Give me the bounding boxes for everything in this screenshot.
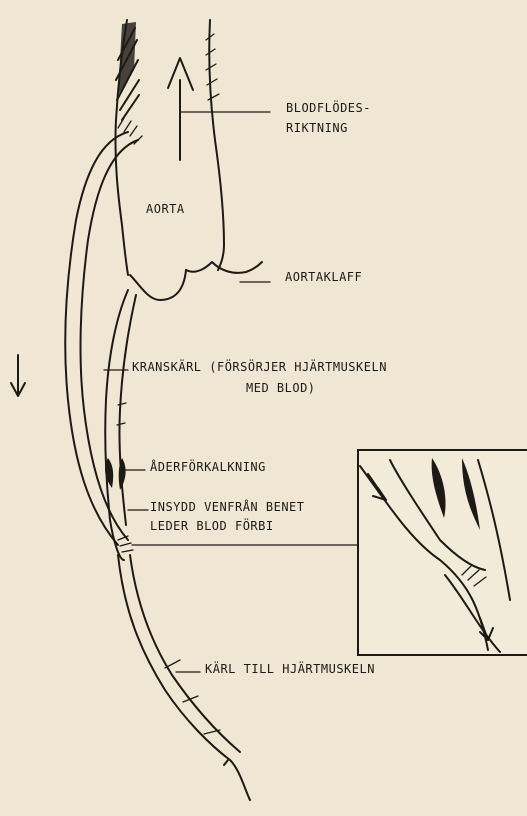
vessel-label: KÄRL TILL HJÄRTMUSKELN — [205, 662, 375, 677]
blood-flow-label-1: BLODFLÖDES- — [286, 101, 371, 116]
coronary-label-1: KRANSKÄRL (FÖRSÖRJER HJÄRTMUSKELN — [132, 360, 387, 375]
flow-arrow-down-icon — [11, 355, 25, 396]
leader-lines — [104, 112, 358, 672]
vein-graft — [65, 118, 142, 552]
lower-vessel — [118, 555, 250, 800]
coronary-artery — [105, 290, 136, 560]
blood-flow-arrow-icon — [168, 58, 193, 160]
aortic-valve-label: AORTAKLAFF — [285, 270, 362, 285]
graft-label-1: INSYDD VENFRÅN BENET — [150, 500, 305, 515]
blood-flow-label-2: RIKTNING — [286, 121, 348, 136]
detail-inset — [358, 450, 527, 655]
aorta-shape — [115, 20, 262, 300]
aorta-label: AORTA — [146, 202, 185, 217]
graft-label-2: LEDER BLOD FÖRBI — [150, 519, 274, 534]
coronary-label-2: MED BLOD) — [246, 381, 316, 396]
atherosclerosis-label: ÅDERFÖRKALKNING — [150, 460, 266, 475]
